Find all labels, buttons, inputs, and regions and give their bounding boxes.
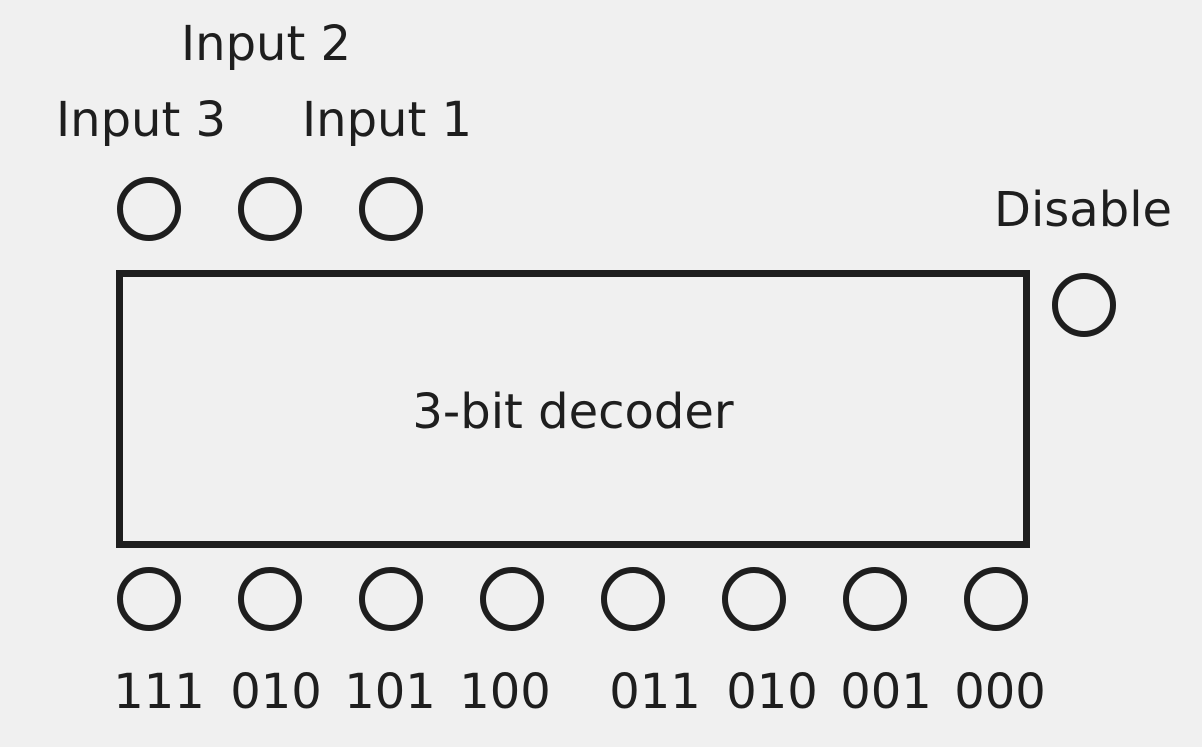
disable-label: Disable <box>994 182 1173 238</box>
output-pin-1 <box>117 567 181 631</box>
input-3-label: Input 3 <box>56 92 227 148</box>
output-label-7: 001 <box>840 664 932 720</box>
input-3-pin <box>117 177 181 241</box>
output-label-3: 101 <box>344 664 436 720</box>
decoder-block-label: 3-bit decoder <box>412 384 734 440</box>
output-pin-4 <box>480 567 544 631</box>
output-label-8: 000 <box>954 664 1046 720</box>
output-label-4: 100 <box>459 664 551 720</box>
decoder-block <box>116 270 1030 548</box>
input-2-label: Input 2 <box>181 16 352 72</box>
output-pin-3 <box>359 567 423 631</box>
output-pin-2 <box>238 567 302 631</box>
output-label-5: 011 <box>609 664 701 720</box>
output-pin-5 <box>601 567 665 631</box>
output-label-1: 111 <box>113 664 205 720</box>
output-pin-7 <box>843 567 907 631</box>
disable-pin <box>1052 273 1116 337</box>
input-2-pin <box>238 177 302 241</box>
input-1-label: Input 1 <box>302 92 473 148</box>
output-label-2: 010 <box>230 664 322 720</box>
input-1-pin <box>359 177 423 241</box>
output-label-6: 010 <box>726 664 818 720</box>
output-pin-6 <box>722 567 786 631</box>
output-pin-8 <box>964 567 1028 631</box>
